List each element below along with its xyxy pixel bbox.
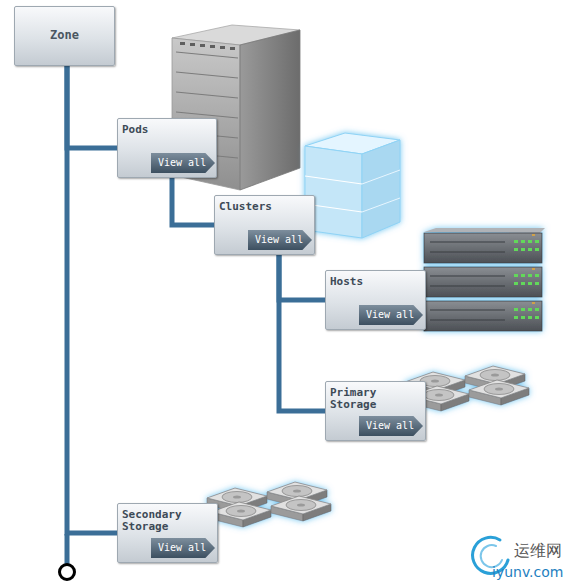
host-servers-part-part bbox=[514, 282, 518, 285]
host-servers-part bbox=[424, 301, 542, 331]
host-servers-part bbox=[424, 228, 545, 233]
host-servers-part-part bbox=[528, 316, 532, 319]
host-servers-part-part bbox=[528, 308, 532, 311]
host-servers-part-part bbox=[535, 248, 539, 251]
host-servers-part-part bbox=[514, 248, 518, 251]
watermark-logo-part bbox=[481, 545, 502, 567]
cluster-cube-part bbox=[362, 140, 400, 238]
host-servers-part-part bbox=[521, 282, 525, 285]
host-servers-part-part bbox=[535, 240, 539, 243]
rack-illustration-part-part bbox=[190, 43, 195, 46]
node-title: Zone bbox=[15, 28, 114, 42]
tree-connector bbox=[279, 255, 325, 300]
view-all-button: View all bbox=[151, 153, 215, 173]
host-servers-part-part bbox=[430, 310, 505, 311]
rack-illustration-part-part bbox=[176, 72, 238, 78]
watermark-url: iyunv.com bbox=[492, 564, 563, 580]
node-title: Primary Storage bbox=[330, 387, 402, 411]
storage-box: Secondary StorageView all bbox=[117, 503, 218, 563]
host-servers-part-part bbox=[430, 286, 505, 287]
host-servers-part-part bbox=[532, 268, 535, 270]
host-servers-part-part bbox=[521, 274, 525, 277]
node-title: Clusters bbox=[219, 201, 291, 213]
rack-illustration-part-part bbox=[230, 47, 235, 50]
tree-connector bbox=[67, 66, 117, 533]
host-servers-part-part bbox=[514, 308, 518, 311]
host-servers-part-part bbox=[521, 248, 525, 251]
host-servers-part-part bbox=[532, 234, 535, 236]
cluster-box: ClustersView all bbox=[214, 195, 315, 255]
node-title: Pods bbox=[122, 124, 194, 136]
view-all-button: View all bbox=[359, 416, 423, 436]
cluster-cube-part bbox=[362, 198, 400, 212]
host-servers-part-part bbox=[514, 274, 518, 277]
tree-connector bbox=[279, 255, 325, 411]
host-servers-part-part bbox=[430, 252, 505, 253]
host-servers bbox=[424, 228, 545, 331]
host-servers-part-part bbox=[532, 302, 535, 304]
host-servers-part-part bbox=[528, 282, 532, 285]
host-servers-part-part bbox=[535, 282, 539, 285]
zone-box: Zone bbox=[14, 6, 115, 66]
rack-illustration-part bbox=[180, 42, 235, 50]
end-circle bbox=[60, 565, 75, 580]
view-all-button: View all bbox=[151, 538, 215, 558]
host-servers-part-part bbox=[535, 274, 539, 277]
view-all-button: View all bbox=[359, 305, 423, 325]
host-servers-part bbox=[424, 267, 542, 297]
tree-connector bbox=[172, 178, 214, 225]
host-servers-part-part bbox=[535, 308, 539, 311]
host-servers-part-part bbox=[514, 316, 518, 319]
host-servers-part bbox=[532, 234, 535, 304]
view-all-button: View all bbox=[248, 230, 312, 250]
rack-illustration-part-part bbox=[200, 44, 205, 47]
host-servers-part-part bbox=[521, 308, 525, 311]
rack-illustration-part-part bbox=[220, 46, 225, 49]
cluster-cube bbox=[305, 133, 400, 238]
rack-illustration-part-part bbox=[176, 52, 238, 58]
host-servers-part-part bbox=[514, 240, 518, 243]
host-servers-part-part bbox=[535, 316, 539, 319]
rack-illustration-part-part bbox=[180, 42, 185, 45]
tree-connector bbox=[67, 66, 117, 148]
host-servers-part-part bbox=[521, 240, 525, 243]
watermark-text: 运维网 bbox=[514, 542, 562, 560]
host-servers-part-part bbox=[528, 248, 532, 251]
storage-box: Primary StorageView all bbox=[325, 381, 426, 441]
host-servers-part bbox=[430, 242, 505, 320]
rack-illustration-part-part bbox=[210, 45, 215, 48]
secondary-disks bbox=[207, 482, 331, 527]
host-servers-part-part bbox=[528, 240, 532, 243]
host-servers-part bbox=[514, 240, 539, 319]
cluster-cube-part bbox=[305, 176, 362, 184]
rack-illustration-part bbox=[240, 30, 300, 190]
host-servers-part-part bbox=[521, 316, 525, 319]
node-title: Secondary Storage bbox=[122, 509, 194, 533]
trunk-line bbox=[65, 534, 70, 565]
host-box: HostsView all bbox=[325, 270, 426, 330]
rack-illustration-part-part bbox=[176, 92, 238, 98]
host-servers-part-part bbox=[430, 320, 505, 321]
host-servers-part-part bbox=[430, 242, 505, 243]
host-servers-part-part bbox=[430, 276, 505, 277]
pod-box: PodsView all bbox=[117, 118, 217, 178]
host-servers-part bbox=[424, 233, 542, 263]
host-servers-part-part bbox=[528, 274, 532, 277]
cluster-cube-part bbox=[362, 170, 400, 184]
node-title: Hosts bbox=[330, 276, 402, 288]
